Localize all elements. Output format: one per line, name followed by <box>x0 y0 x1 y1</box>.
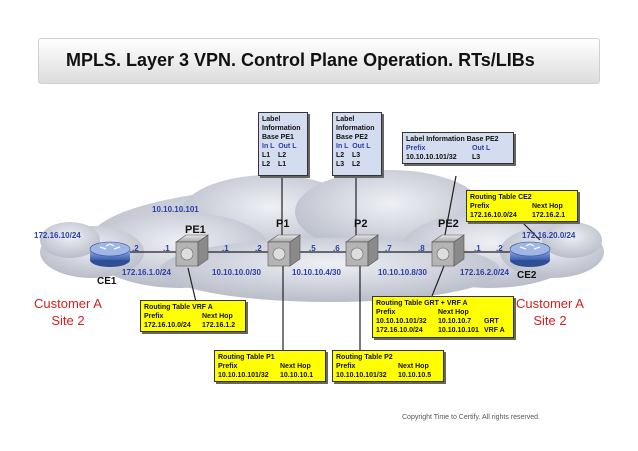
lib-pe2b-title: Label Information Base PE2 <box>406 136 499 143</box>
ce1-label: CE1 <box>97 276 117 287</box>
link-ce1-pe1-subnet: 172.16.1.0/24 <box>122 268 171 277</box>
site-left-line1: Customer A <box>34 296 102 311</box>
rt-grt-col-nexthop: Next Hop <box>438 309 469 316</box>
lib-pe2-title-2: Information <box>336 125 375 132</box>
if-ce1-pe1: .2 <box>132 244 139 253</box>
rt-grt-title: Routing Table GRT + VRF A <box>376 300 468 307</box>
rt-grt-r1-table: GRT <box>484 318 499 325</box>
lib-pe1-title-3: Base PE1 <box>262 134 294 141</box>
rt-ce2-col-nexthop: Next Hop <box>532 203 563 210</box>
lib-pe2b-col-label: Out L <box>472 145 491 152</box>
ce2-label: CE2 <box>517 270 537 281</box>
lib-pe2-title-3: Base PE2 <box>336 134 368 141</box>
rt-p2-col-prefix: Prefix <box>336 363 356 370</box>
ce1-router-icon[interactable] <box>89 241 131 267</box>
link-p1-p2-subnet: 10.10.10.4/30 <box>292 268 341 277</box>
lib-pe2b-col-prefix: Prefix <box>406 145 426 152</box>
site-right-line2: Site 2 <box>533 313 567 328</box>
p1-router-icon[interactable] <box>267 234 301 267</box>
customer-site-right: Customer A Site 2 <box>516 295 584 329</box>
lib-pe1-box: Label Information Base PE1 In L Out L L1… <box>258 112 308 176</box>
lib-pe2-title-1: Label <box>336 116 355 123</box>
link-pe1-p1-subnet: 10.10.10.0/30 <box>212 268 261 277</box>
customer-site-left: Customer A Site 2 <box>34 295 102 329</box>
title-bar <box>38 38 600 84</box>
lib-pe1-title-2: Information <box>262 125 301 132</box>
rt-ce2-prefix: 172.16.10.0/24 <box>470 212 517 219</box>
copyright-notice: Copyright Time to Certify. All rights re… <box>402 414 540 421</box>
rt-p2-title: Routing Table P2 <box>336 354 393 361</box>
rt-p1-col-prefix: Prefix <box>218 363 238 370</box>
rt-p2-box: Routing Table P2 Prefix Next Hop 10.10.10… <box>332 350 444 382</box>
lib-pe2-prefix-box: Label Information Base PE2 Prefix Out L 1… <box>402 132 514 164</box>
link-pe2-ce2-subnet: 172.16.2.0/24 <box>460 268 509 277</box>
lib-pe2-row-1: L2 L3 <box>336 152 361 159</box>
if-pe2-ce2: .1 <box>474 244 481 253</box>
link-p2-pe2-subnet: 10.10.10.8/30 <box>378 268 427 277</box>
ce1-network: 172.16.10/24 <box>34 231 81 240</box>
rt-p2-col-nexthop: Next Hop <box>398 363 429 370</box>
rt-p2-prefix: 10.10.10.101/32 <box>336 372 387 379</box>
if-ce2-pe2: .2 <box>496 244 503 253</box>
rt-p2-nexthop: 10.10.10.5 <box>398 372 432 379</box>
if-pe1-ce1: .1 <box>163 244 170 253</box>
rt-ce2-nexthop: 172.16.2.1 <box>532 212 566 219</box>
rt-vrf-a-col-prefix: Prefix <box>144 313 164 320</box>
rt-grt-col-prefix: Prefix <box>376 309 396 316</box>
p2-router-icon[interactable] <box>345 234 379 267</box>
pe1-router-icon[interactable] <box>175 234 209 267</box>
site-right-line1: Customer A <box>516 296 584 311</box>
ce2-network: 172.16.20.0/24 <box>522 231 576 240</box>
rt-grt-r2-nexthop: 10.10.10.101 <box>438 327 479 334</box>
rt-vrf-a-nexthop: 172.16.1.2 <box>202 322 236 329</box>
rt-ce2-col-prefix: Prefix <box>470 203 490 210</box>
lib-pe1-row-1: L1 L2 <box>262 152 287 159</box>
if-pe1-p1: .1 <box>222 244 229 253</box>
lib-pe2-row-2: L3 L2 <box>336 161 361 168</box>
pe1-loopback: 10.10.10.101 <box>152 205 199 214</box>
rt-vrf-a-prefix: 172.16.10.0/24 <box>144 322 191 329</box>
p2-label: P2 <box>354 218 368 230</box>
lib-pe1-header: In L Out L <box>262 143 297 150</box>
rt-vrf-a-box: Routing Table VRF A Prefix Next Hop 172.1… <box>140 300 246 332</box>
page-title: MPLS. Layer 3 VPN. Control Plane Operati… <box>66 50 535 70</box>
pe1-label: PE1 <box>185 224 206 236</box>
rt-grt-box: Routing Table GRT + VRF A Prefix Next Hop… <box>372 296 514 338</box>
rt-vrf-a-col-nexthop: Next Hop <box>202 313 233 320</box>
ce2-router-icon[interactable] <box>509 241 551 267</box>
rt-grt-r2-prefix: 172.16.10.0/24 <box>376 327 423 334</box>
pe2-router-icon[interactable] <box>431 234 465 267</box>
if-p2-p1: .6 <box>333 244 340 253</box>
rt-grt-r1-nexthop: 10.10.10.7 <box>438 318 472 325</box>
if-p1-p2: .5 <box>309 244 316 253</box>
lib-pe2-box: Label Information Base PE2 In L Out L L2… <box>332 112 382 176</box>
rt-p1-prefix: 10.10.10.101/32 <box>218 372 269 379</box>
if-p1-pe1: .2 <box>255 244 262 253</box>
lib-pe1-title-1: Label <box>262 116 281 123</box>
lib-pe2-header: In L Out L <box>336 143 371 150</box>
rt-ce2-title: Routing Table CE2 <box>470 194 532 201</box>
p1-label: P1 <box>276 218 290 230</box>
if-p2-pe2: .7 <box>385 244 392 253</box>
rt-vrf-a-title: Routing Table VRF A <box>144 304 213 311</box>
rt-grt-r1-prefix: 10.10.10.101/32 <box>376 318 427 325</box>
if-pe2-p2: .8 <box>418 244 425 253</box>
rt-grt-r2-table: VRF A <box>484 327 505 334</box>
rt-p1-title: Routing Table P1 <box>218 354 275 361</box>
lib-pe2b-label: L3 <box>472 154 481 161</box>
lib-pe2b-prefix: 10.10.10.101/32 <box>406 154 457 161</box>
rt-p1-col-nexthop: Next Hop <box>280 363 311 370</box>
rt-ce2-box: Routing Table CE2 Prefix Next Hop 172.16.… <box>466 190 578 222</box>
site-left-line2: Site 2 <box>51 313 85 328</box>
rt-p1-box: Routing Table P1 Prefix Next Hop 10.10.10… <box>214 350 326 382</box>
lib-pe1-row-2: L2 L1 <box>262 161 287 168</box>
pe2-label: PE2 <box>438 218 459 230</box>
rt-p1-nexthop: 10.10.10.1 <box>280 372 314 379</box>
